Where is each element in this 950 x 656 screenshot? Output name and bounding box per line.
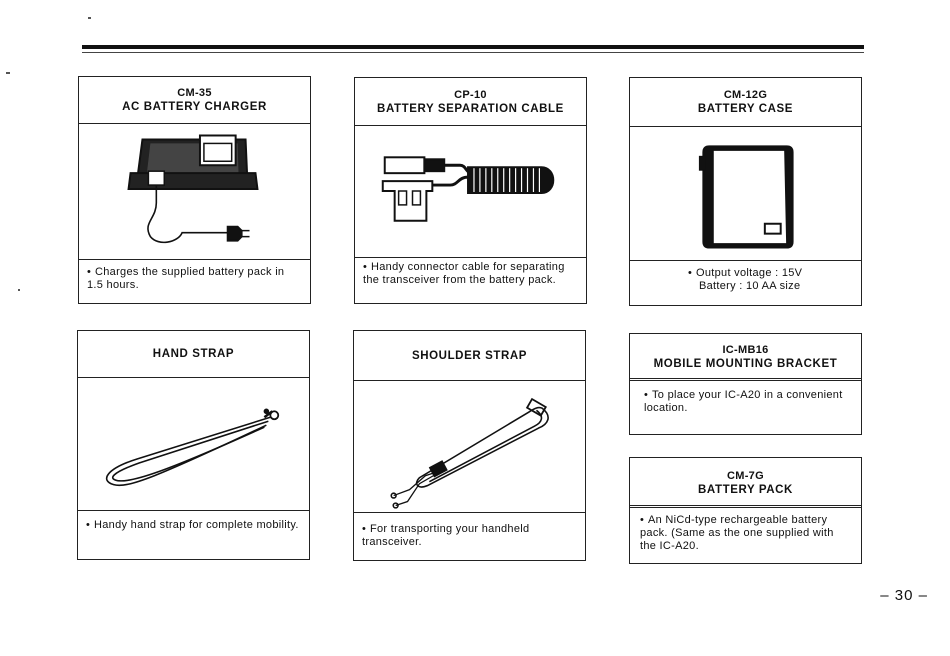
battery-case-illustration <box>630 126 861 262</box>
description-text: To place your IC-A20 in a convenient loc… <box>644 389 843 414</box>
bullet-icon: • <box>644 389 649 401</box>
accessory-card-cm12g: CM-12G BATTERY CASE •Output voltage : 15… <box>629 77 862 306</box>
accessory-name: HAND STRAP <box>152 348 235 360</box>
page-number: – 30 – <box>880 587 928 604</box>
shoulder-strap-illustration <box>354 380 585 514</box>
bullet-icon: • <box>363 261 368 273</box>
bullet-icon: • <box>362 523 367 535</box>
card-header: SHOULDER STRAP <box>354 331 585 381</box>
description-text: Handy hand strap for complete mobility. <box>94 519 299 531</box>
accessory-code: CP-10 <box>454 88 487 101</box>
description-text: Battery : 10 AA size <box>699 280 801 292</box>
accessory-description: •Handy hand strap for complete mobility. <box>78 510 309 559</box>
accessory-name: MOBILE MOUNTING BRACKET <box>653 358 838 370</box>
accessory-description: •For transporting your handheld transcei… <box>354 512 585 560</box>
accessory-card-cm35: CM-35 AC BATTERY CHARGER •Charges the su… <box>78 76 311 304</box>
bullet-icon: • <box>688 267 693 279</box>
accessory-description: •Charges the supplied battery pack in 1.… <box>79 259 310 303</box>
scan-speck <box>18 289 20 291</box>
accessory-card-icmb16: IC-MB16 MOBILE MOUNTING BRACKET •To plac… <box>629 333 862 435</box>
scan-speck <box>88 17 91 19</box>
accessory-code: CM-12G <box>723 89 768 101</box>
description-text: An NiCd-type rechargeable battery pack. … <box>640 514 834 552</box>
accessory-card-shoulder-strap: SHOULDER STRAP •For transporting your ha… <box>353 330 586 561</box>
charger-illustration <box>79 123 310 261</box>
card-header: HAND STRAP <box>78 331 309 378</box>
accessory-code: CM-35 <box>177 87 212 99</box>
card-header: IC-MB16 MOBILE MOUNTING BRACKET <box>630 334 861 381</box>
description-text: Charges the supplied battery pack in 1.5… <box>87 266 285 291</box>
accessory-description: •Handy connector cable for separating th… <box>355 257 586 303</box>
accessory-card-cp10: CP-10 BATTERY SEPARATION CABLE <box>354 77 587 304</box>
description-text: Output voltage : 15V <box>696 267 803 279</box>
scan-speck <box>6 72 10 74</box>
card-header: CM-35 AC BATTERY CHARGER <box>79 77 310 124</box>
description-text: Handy connector cable for separating the… <box>363 261 565 286</box>
accessory-code: CM-7G <box>727 469 764 482</box>
cable-illustration <box>355 125 586 259</box>
accessory-name: BATTERY SEPARATION CABLE <box>377 102 564 115</box>
header-rule-thin <box>82 52 864 53</box>
header-rule-thick <box>82 45 864 49</box>
card-header: CP-10 BATTERY SEPARATION CABLE <box>355 78 586 126</box>
accessory-card-cm7g: CM-7G BATTERY PACK •An NiCd-type recharg… <box>629 457 862 564</box>
bullet-icon: • <box>640 514 645 526</box>
accessory-name: AC BATTERY CHARGER <box>122 101 267 113</box>
card-header: CM-7G BATTERY PACK <box>630 458 861 508</box>
accessory-card-hand-strap: HAND STRAP •Handy hand strap for complet… <box>77 330 310 560</box>
accessory-name: BATTERY CASE <box>697 103 794 115</box>
bullet-icon: • <box>86 519 91 531</box>
accessory-description: •Output voltage : 15V Battery : 10 AA si… <box>630 260 861 305</box>
accessory-code: IC-MB16 <box>722 344 769 356</box>
card-header: CM-12G BATTERY CASE <box>630 78 861 127</box>
description-text: For transporting your handheld transceiv… <box>362 523 530 548</box>
hand-strap-illustration <box>78 377 309 512</box>
accessory-name: BATTERY PACK <box>698 483 793 496</box>
accessory-description: •An NiCd-type rechargeable battery pack.… <box>630 505 861 563</box>
bullet-icon: • <box>87 266 92 278</box>
accessory-name: SHOULDER STRAP <box>411 349 528 362</box>
accessory-description: •To place your IC-A20 in a convenient lo… <box>630 378 861 434</box>
